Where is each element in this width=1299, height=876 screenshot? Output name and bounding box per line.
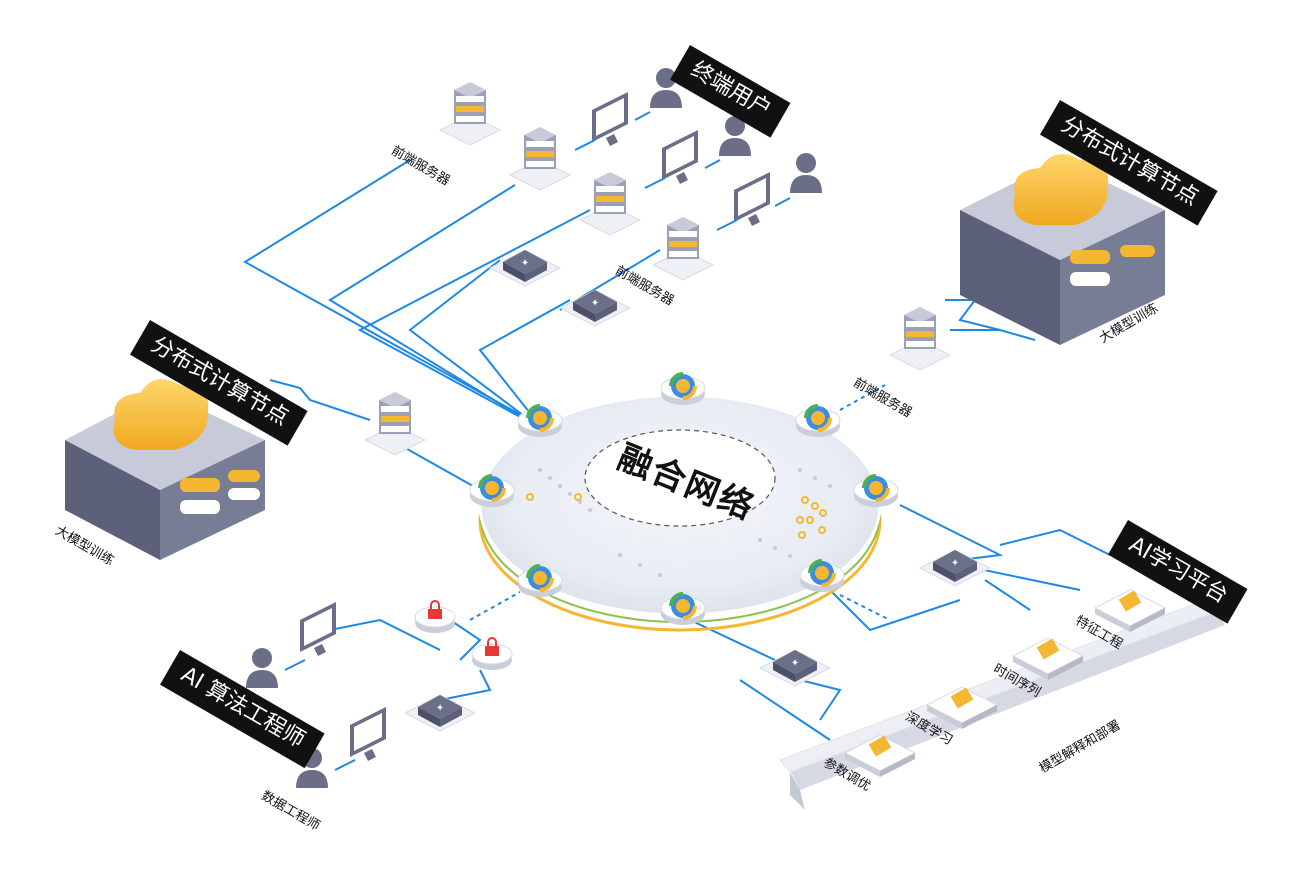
dotted-world-map bbox=[538, 468, 832, 577]
lock-icons bbox=[414, 600, 513, 671]
converged-network-disc bbox=[478, 393, 882, 632]
compute-cluster-right bbox=[960, 154, 1165, 758]
gold-location-markers bbox=[526, 493, 827, 539]
dashed-links bbox=[469, 384, 891, 621]
user-arrows bbox=[284, 111, 791, 771]
compute-cluster-left bbox=[65, 379, 265, 560]
connection-lines bbox=[243, 159, 1111, 741]
